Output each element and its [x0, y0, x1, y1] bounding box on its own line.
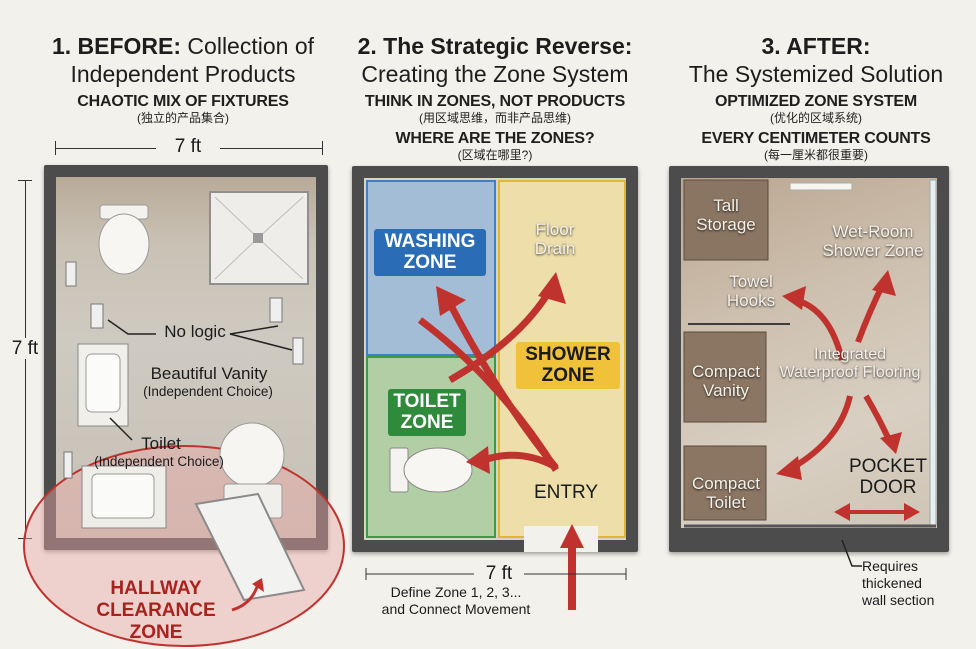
reverse-width-dim: 7 ft	[474, 563, 524, 585]
lower-sink-basin	[91, 473, 155, 519]
after-title-line2: The Systemized Solution	[688, 61, 944, 87]
before-title-line2: Independent Products	[70, 61, 296, 87]
reverse-question-cn: (区域在哪里?)	[457, 148, 533, 162]
wall-switch-4	[292, 337, 304, 365]
label-washing-zone: WASHING ZONE	[374, 229, 486, 276]
label-toilet: Toilet	[141, 434, 181, 453]
after-subtitle: OPTIMIZED ZONE SYSTEM	[714, 93, 918, 110]
label-shower-zone: SHOWER ZONE	[516, 342, 620, 389]
arrow-to-drain	[448, 288, 554, 384]
arrow-to-door	[863, 394, 893, 444]
before-width-dim-tick-left	[55, 141, 56, 155]
label-pocket-door: POCKET DOOR	[848, 456, 928, 499]
open-door	[194, 492, 306, 602]
toilet-zone-area	[366, 356, 496, 538]
before-height-dim-tick-top	[18, 180, 32, 181]
label-vanity-sub: (Independent Choice)	[143, 384, 273, 399]
label-entry: ENTRY	[533, 482, 599, 503]
after-subtitle2-cn: (每一厘米都很重要)	[764, 148, 868, 162]
tall-storage-cabinet	[683, 179, 769, 261]
label-beautiful-vanity: Beautiful Vanity	[150, 364, 268, 383]
vanity-basin	[85, 353, 121, 413]
reverse-note: Define Zone 1, 2, 3... and Connect Movem…	[381, 584, 531, 617]
after-title: 3. AFTER: The Systemized Solution	[656, 32, 976, 88]
reverse-title: 2. The Strategic Reverse: Creating the Z…	[345, 32, 645, 88]
label-integrated-flooring: Integrated Waterproof Flooring	[779, 346, 921, 381]
before-subtitle: CHAOTIC MIX OF FIXTURES	[77, 93, 289, 110]
wall-switch-3	[269, 297, 283, 323]
wall-switch-1	[65, 261, 77, 287]
before-title-rest: Collection of	[181, 33, 315, 59]
label-towel-hooks: Towel Hooks	[726, 272, 776, 311]
wall-switch-5	[63, 451, 73, 479]
reverse-toilet-bowl	[403, 447, 473, 493]
reverse-subtitle-cn: (用区域思维，而非产品思维)	[419, 111, 571, 125]
compact-vanity-cabinet	[683, 331, 767, 423]
entry-arrow-head	[560, 524, 584, 548]
label-tall-storage: Tall Storage	[696, 196, 756, 235]
before-title-num: 1. BEFORE:	[51, 33, 182, 59]
label-compact-vanity: Compact Vanity	[691, 362, 761, 401]
label-no-logic: No logic	[164, 322, 226, 341]
before-width-dim-tick-right	[322, 141, 323, 155]
reverse-question: WHERE ARE THE ZONES?	[395, 130, 595, 147]
toilet-bowl-top	[98, 213, 150, 275]
before-width-dim: 7 ft	[156, 136, 220, 158]
ceiling-light	[789, 182, 853, 191]
arrow-crossing	[417, 317, 559, 472]
label-compact-toilet: Compact Toilet	[691, 474, 761, 513]
label-hallway-clearance: HALLWAY CLEARANCE ZONE	[96, 578, 216, 643]
pocket-door-arrow-left	[834, 503, 850, 521]
after-subtitle2: EVERY CENTIMETER COUNTS	[701, 130, 931, 147]
wall-switch-2	[90, 303, 104, 329]
arrow-to-toilet-after	[790, 395, 853, 471]
label-floor-drain: Floor Drain	[534, 220, 576, 259]
label-toilet-zone: TOILET ZONE	[388, 389, 466, 436]
label-wet-room: Wet-Room Shower Zone	[822, 222, 924, 261]
reverse-title-line1: 2. The Strategic Reverse:	[357, 33, 633, 59]
pocket-door-arrow-right	[904, 503, 920, 521]
label-toilet-sub: (Independent Choice)	[94, 454, 224, 469]
label-wall-note: Requires thickened wall section	[862, 558, 935, 608]
before-height-dim: 7 ft	[2, 338, 48, 360]
after-subtitle-cn: (优化的区域系统)	[770, 111, 862, 125]
before-subtitle-cn: (独立的产品集合)	[137, 111, 229, 125]
wall-note-leader	[841, 539, 862, 567]
reverse-title-line2: Creating the Zone System	[361, 61, 629, 87]
after-title-line1: 3. AFTER:	[761, 33, 871, 59]
before-title: 1. BEFORE: Collection of Independent Pro…	[18, 32, 348, 88]
compact-toilet-unit	[683, 445, 767, 521]
reverse-subtitle: THINK IN ZONES, NOT PRODUCTS	[364, 93, 626, 110]
